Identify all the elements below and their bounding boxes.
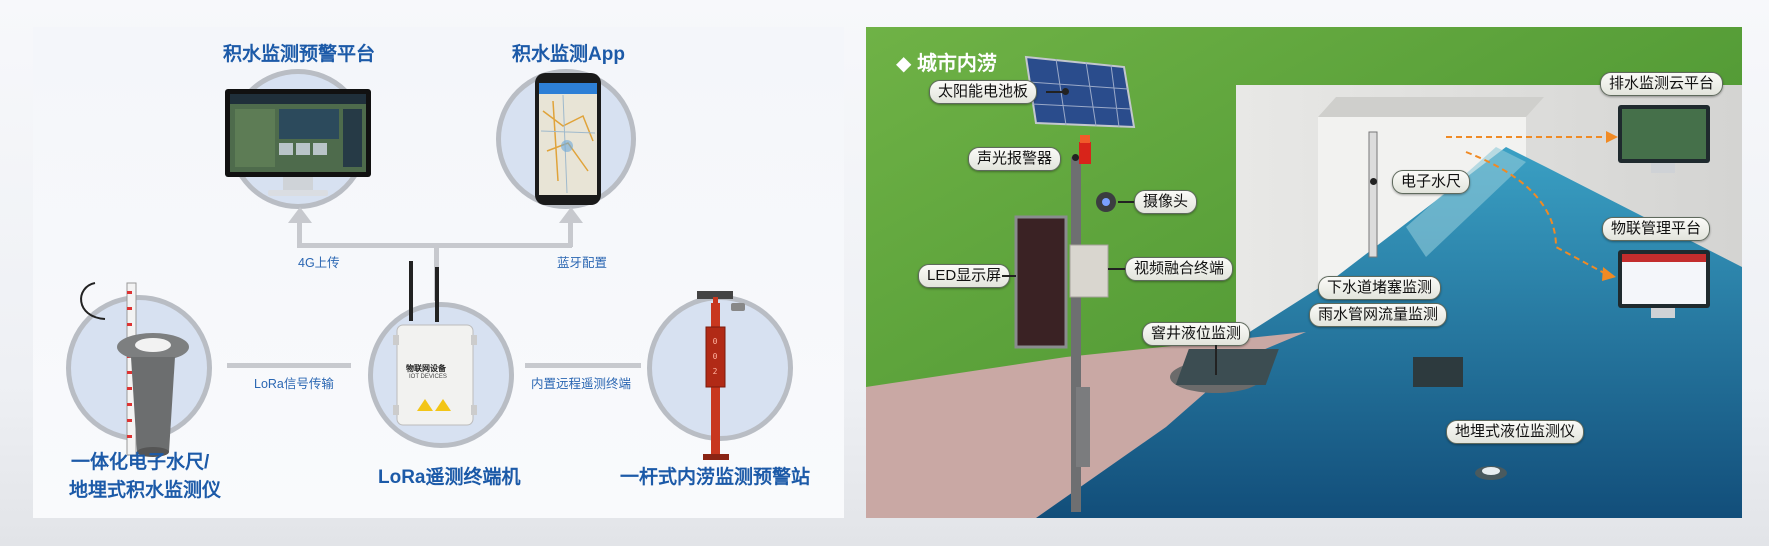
connector-to-app	[568, 219, 573, 247]
callout-cloud-platform: 排水监测云平台	[1600, 72, 1724, 96]
monitoring-pole-icon: 0 0 2	[697, 291, 745, 460]
system-architecture-panel: 积水监测预警平台 积水监测App 4G上传 蓝牙配置 LoRa	[33, 27, 844, 518]
connector-remote	[525, 363, 641, 368]
buried-sensor-icon	[117, 333, 189, 457]
callout-drain-blockage: 下水道堵塞监测	[1318, 276, 1442, 300]
link-bluetooth-label: 蓝牙配置	[557, 256, 608, 270]
arrow-up-icon	[288, 207, 312, 223]
callout-buried-level: 地埋式液位监测仪	[1446, 420, 1585, 444]
callout-camera: 摄像头	[1134, 190, 1198, 214]
connector-to-platform	[297, 219, 302, 247]
svg-text:0: 0	[713, 337, 718, 346]
platform-title: 积水监测预警平台	[223, 44, 376, 65]
scene-heading: ◆ 城市内涝	[896, 53, 997, 75]
svg-text:2: 2	[713, 367, 718, 376]
phone-icon	[535, 73, 601, 205]
lora-title: LoRa遥测终端机	[378, 467, 521, 488]
callout-electronic-gauge: 电子水尺	[1392, 170, 1471, 194]
callout-solar-panel: 太阳能电池板	[929, 80, 1038, 104]
link-remote-label: 内置远程遥测终端	[531, 377, 632, 391]
connector-lora-signal	[227, 363, 351, 368]
link-lora-label: LoRa信号传输	[254, 377, 334, 391]
app-title: 积水监测App	[512, 44, 625, 65]
callout-video-terminal: 视频融合终端	[1125, 257, 1234, 281]
device-label-en: IOT DEVICES	[409, 374, 447, 380]
lora-terminal-icon	[393, 261, 477, 426]
ruler-title-line1: 一体化电子水尺/	[71, 452, 210, 473]
callout-rain-pipe: 雨水管网流量监测	[1309, 303, 1448, 327]
urban-waterlogging-scene: ◆ 城市内涝 太阳能电池板 声光报警器 摄像头 LED显示屏 视频融合终端 电子…	[866, 27, 1742, 518]
callout-iot-platform: 物联管理平台	[1602, 217, 1711, 241]
diamond-icon: ◆	[896, 53, 917, 75]
station-title: 一杆式内涝监测预警站	[620, 467, 811, 488]
monitor-icon	[225, 89, 371, 196]
ruler-title-line2: 地埋式积水监测仪	[69, 480, 222, 501]
svg-text:0: 0	[713, 352, 718, 361]
arrow-up-icon	[559, 207, 583, 223]
device-label-cn: 物联网设备	[406, 364, 446, 373]
link-4g-label: 4G上传	[298, 256, 340, 270]
connector-horizontal	[297, 243, 572, 248]
callout-manhole-level: 窨井液位监测	[1142, 322, 1251, 346]
callout-led-screen: LED显示屏	[918, 264, 1011, 288]
callout-alarm: 声光报警器	[968, 147, 1062, 171]
